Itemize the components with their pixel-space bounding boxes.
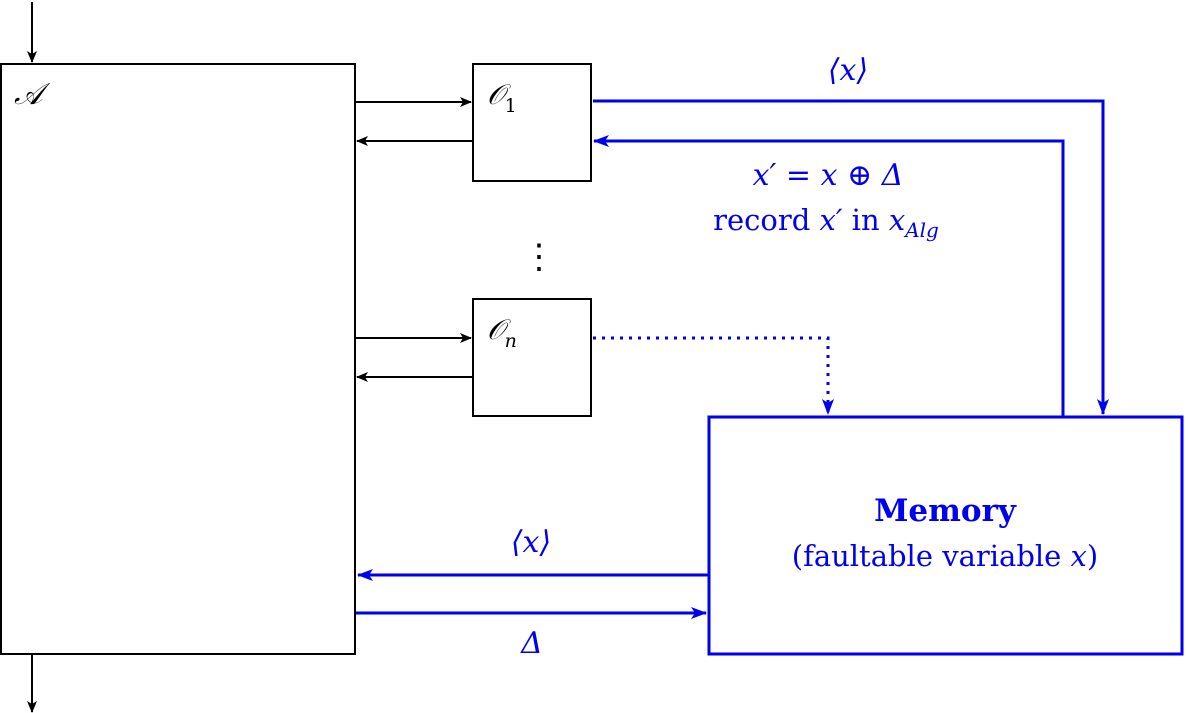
read-edge-label: ⟨x⟩ bbox=[511, 525, 551, 560]
memory-to-oracle-1-arrow bbox=[593, 135, 1065, 416]
oracle-n-label: 𝒪n bbox=[487, 313, 517, 352]
memory-title: Memory bbox=[874, 493, 1017, 529]
oracle-n-to-memory-dotted-arrow bbox=[593, 336, 834, 415]
memory-box bbox=[707, 415, 1184, 656]
adversary-label: 𝒜 bbox=[14, 77, 51, 112]
adversary-box bbox=[0, 63, 356, 655]
memory-subtitle: (faultable variable x) bbox=[792, 539, 1098, 573]
write-edge-label: Δ bbox=[520, 626, 543, 661]
oracle-ellipsis: ⋮ bbox=[522, 237, 556, 277]
top-edge-label: ⟨x⟩ bbox=[828, 53, 868, 88]
oracle-1-to-memory-arrow bbox=[593, 99, 1109, 415]
fault-equation: x′ = x ⊕ Δ bbox=[753, 158, 904, 193]
record-statement: record x′ in xAlg bbox=[713, 203, 939, 242]
oracle-n-box bbox=[472, 298, 592, 417]
oracle-1-label: 𝒪1 bbox=[487, 78, 517, 117]
oracle-1-box bbox=[472, 63, 592, 182]
